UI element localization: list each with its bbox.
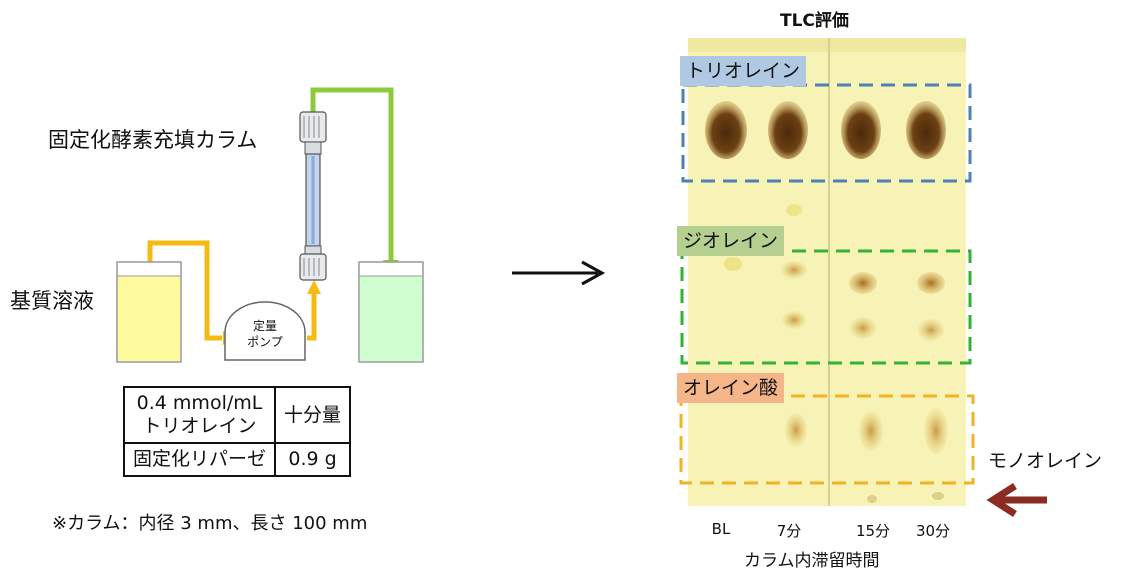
flow-schematic <box>116 87 424 363</box>
spot <box>768 101 808 159</box>
pump <box>224 301 306 361</box>
column-note: ※カラム：内径 3 mm、長さ 100 mm <box>52 513 368 534</box>
lane-label: 30分 <box>915 522 951 540</box>
lane-label: 15分 <box>855 522 891 540</box>
table-row: 0.4 mmol/mL トリオレイン 十分量 <box>122 386 352 444</box>
pump-label: 定量 ポンプ <box>235 318 295 350</box>
diolein-box <box>680 249 972 365</box>
spot <box>867 495 877 503</box>
tlc-band-boxes <box>679 83 975 485</box>
spot <box>782 311 806 329</box>
column-label: 固定化酵素充填カラム <box>48 128 258 152</box>
tlc-xlabel: カラム内滞留時間 <box>744 551 880 571</box>
oleic-box <box>679 394 975 485</box>
spot <box>859 411 883 451</box>
spot <box>785 413 807 447</box>
table-row: 固定化リパーゼ 0.9 g <box>122 442 352 477</box>
product-beaker <box>358 261 424 363</box>
table-cell: 十分量 <box>274 386 352 444</box>
column <box>299 111 327 281</box>
spot <box>786 204 802 216</box>
oleic-acid-label: オレイン酸 <box>677 373 785 403</box>
table-cell: 0.4 mmol/mL トリオレイン <box>122 386 277 444</box>
yellow-pipe-in <box>147 240 222 341</box>
spot <box>781 261 807 279</box>
diolein-label: ジオレイン <box>677 226 785 256</box>
spot <box>917 272 945 294</box>
tlc-plate <box>688 38 966 506</box>
lane-label: 7分 <box>776 522 802 540</box>
spot <box>924 408 948 454</box>
triolein-box <box>681 83 972 183</box>
spot <box>724 257 742 271</box>
spot <box>918 319 944 341</box>
substrate-beaker <box>116 261 182 363</box>
substrate-name: トリオレイン <box>142 415 257 437</box>
lane-label: BL <box>711 520 731 538</box>
monoolein-label: モノオレイン <box>988 450 1103 472</box>
spot <box>849 272 877 294</box>
spot <box>850 317 876 339</box>
conditions-table: 0.4 mmol/mL トリオレイン 十分量 固定化リパーゼ 0.9 g <box>122 386 352 477</box>
spot <box>906 101 946 159</box>
spot <box>932 492 944 500</box>
spot <box>705 101 747 159</box>
pump-label-line2: ポンプ <box>247 335 283 349</box>
substrate-conc: 0.4 mmol/mL <box>136 392 263 414</box>
triolein-label: トリオレイン <box>680 56 807 86</box>
yellow-arrowhead-column <box>307 280 321 294</box>
green-pipe <box>310 87 394 262</box>
yellow-pipe-out <box>307 292 317 341</box>
left-arrow-icon <box>986 483 1047 517</box>
table-cell: 固定化リパーゼ <box>122 442 277 477</box>
tlc-title: TLC評価 <box>780 11 849 31</box>
right-arrow-icon <box>512 260 606 286</box>
spot <box>841 101 881 159</box>
substrate-label: 基質溶液 <box>10 289 94 313</box>
pump-label-line1: 定量 <box>252 319 277 333</box>
table-cell: 0.9 g <box>274 442 352 477</box>
